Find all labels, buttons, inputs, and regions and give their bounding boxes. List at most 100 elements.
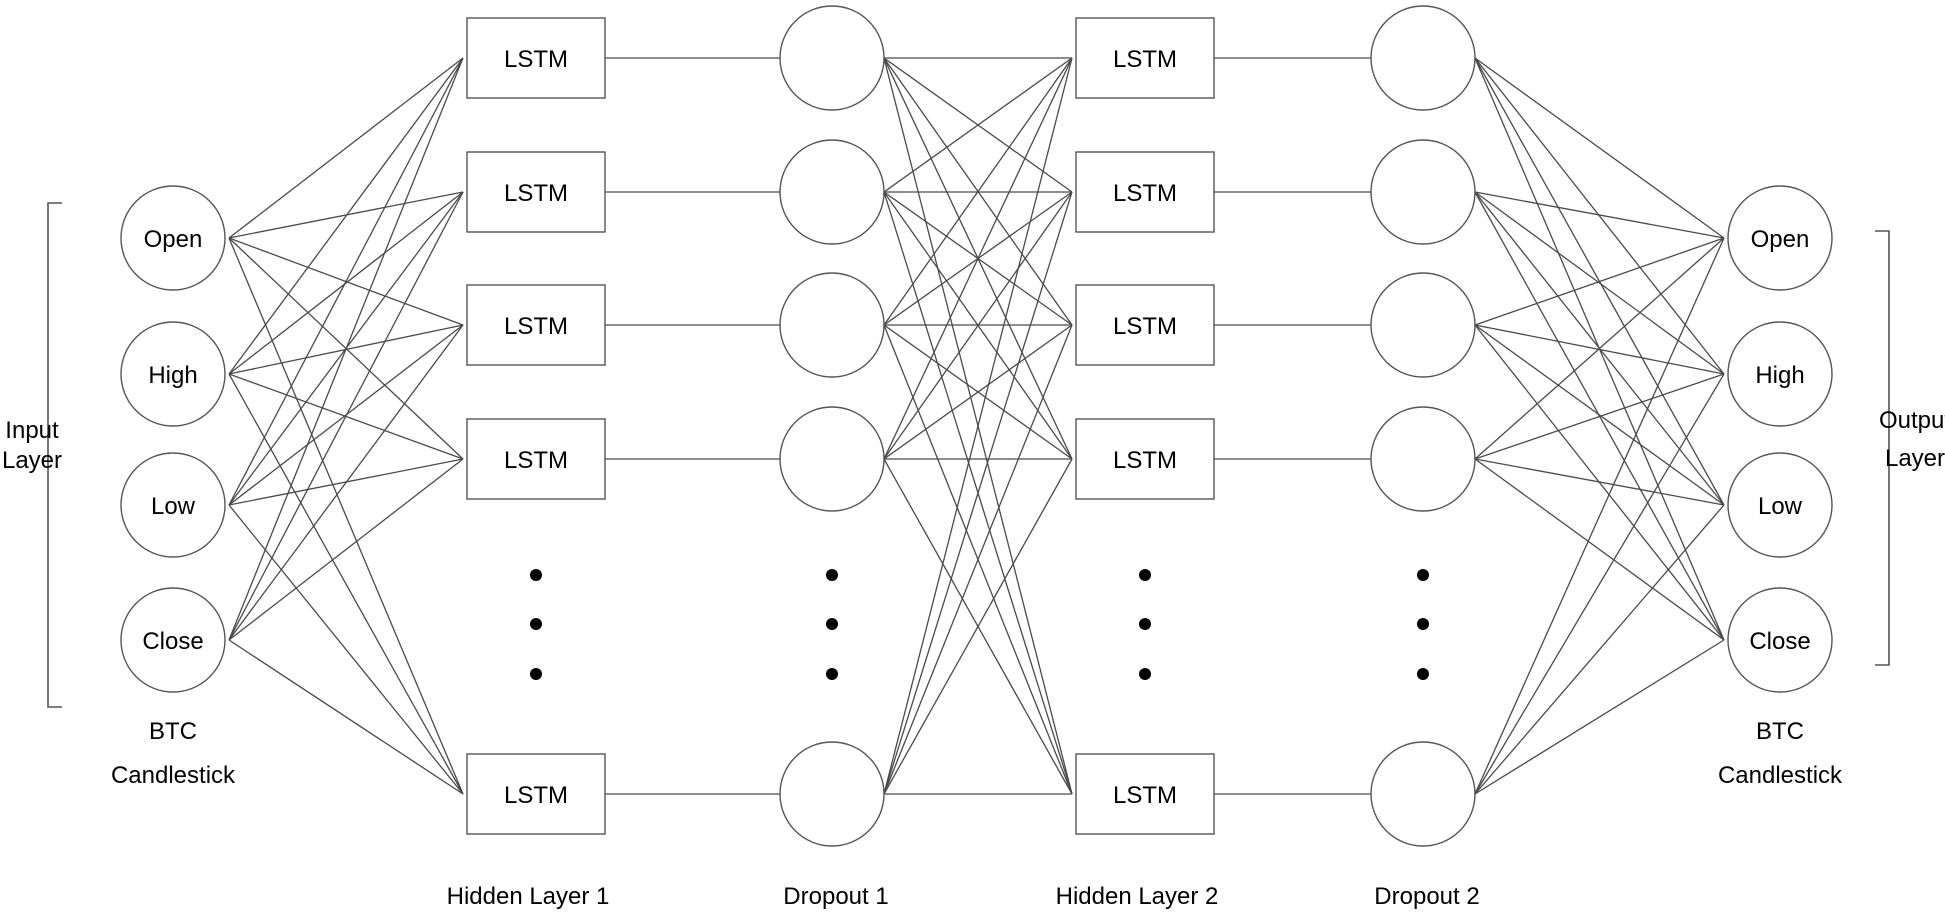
dropout-1-node-1	[779, 5, 885, 111]
edge-input-3-h1-1	[228, 191, 464, 641]
input-node-close	[120, 587, 226, 693]
edge-d1-1-h2-0	[883, 57, 1073, 193]
output-node-close	[1727, 587, 1833, 693]
dropout-1-node-4	[779, 406, 885, 512]
edge-d1-4-h2-3	[883, 458, 1073, 795]
edge-input-1-h1-1	[228, 191, 464, 375]
edge-d2-3-out-1	[1474, 373, 1725, 460]
output-node-label-low: Low	[1758, 493, 1803, 520]
hidden-1-lstm-label-4: LSTM	[504, 447, 568, 474]
dropout-2-ellipsis-dot-3	[1417, 668, 1429, 680]
hidden-1-ellipsis-dot-3	[530, 668, 542, 680]
input-layer-label-line-2: Layer	[2, 447, 62, 474]
dropout-1-node-5	[779, 741, 885, 847]
hidden-1-lstm-cell-1	[466, 17, 606, 99]
output-node-label-open: Open	[1751, 226, 1810, 253]
hidden-2-ellipsis-dot-1	[1139, 569, 1151, 581]
edge-d2-3-out-0	[1474, 237, 1725, 460]
dropout-2-node-2	[1370, 139, 1476, 245]
edge-d1-4-h2-1	[883, 191, 1073, 795]
dropout-1-ellipsis-dot-3	[826, 668, 838, 680]
input-layer-label-line-1: Input	[5, 417, 59, 444]
output-node-open	[1727, 185, 1833, 291]
edge-input-2-h1-4	[228, 504, 464, 795]
dropout-2-node-4	[1370, 406, 1476, 512]
edge-input-3-h1-4	[228, 639, 464, 795]
input-node-label-high: High	[148, 362, 197, 389]
dropout-2-ellipsis-dot-1	[1417, 569, 1429, 581]
hidden-1-lstm-label-1: LSTM	[504, 46, 568, 73]
edge-input-3-h1-2	[228, 324, 464, 641]
hidden-layer-2-caption: Hidden Layer 2	[1056, 883, 1219, 910]
output-node-low	[1727, 452, 1833, 558]
dropout-2-node-5	[1370, 741, 1476, 847]
input-layer-bracket	[47, 202, 62, 708]
dropout-1-ellipsis-dot-1	[826, 569, 838, 581]
edge-d2-4-out-0	[1474, 237, 1725, 795]
edge-d1-3-h2-2	[883, 324, 1073, 460]
edge-d2-3-out-2	[1474, 458, 1725, 506]
edge-input-3-h1-0	[228, 57, 464, 641]
dropout-1-node-2	[779, 139, 885, 245]
connection-lines	[228, 57, 1725, 795]
hidden-1-ellipsis-dot-1	[530, 569, 542, 581]
dropout-2-caption: Dropout 2	[1374, 883, 1479, 910]
input-node-open	[120, 185, 226, 291]
dropout-2-node-1	[1370, 5, 1476, 111]
edge-d1-4-h2-2	[883, 324, 1073, 795]
hidden-2-lstm-cell-4	[1075, 418, 1215, 500]
edge-d1-3-h2-0	[883, 57, 1073, 460]
output-node-label-close: Close	[1749, 628, 1810, 655]
output-node-high	[1727, 321, 1833, 427]
edge-d2-2-out-2	[1474, 324, 1725, 506]
output-node-label-high: High	[1755, 362, 1804, 389]
edge-d2-4-out-2	[1474, 504, 1725, 795]
edge-d2-2-out-0	[1474, 237, 1725, 326]
edge-input-0-h1-0	[228, 57, 464, 239]
dropout-2-node-3	[1370, 272, 1476, 378]
network-nodes: OpenHighLowCloseOpenHighLowCloseLSTMLSTM…	[120, 5, 1833, 847]
hidden-2-lstm-cell-3	[1075, 284, 1215, 366]
edge-d1-3-h2-1	[883, 191, 1073, 460]
dropout-1-ellipsis-dot-2	[826, 618, 838, 630]
hidden-2-lstm-cell-1	[1075, 17, 1215, 99]
input-caption-line-1: BTC	[149, 718, 197, 745]
edge-d1-2-h2-0	[883, 57, 1073, 326]
dropout-1-node-3	[779, 272, 885, 378]
edge-d2-2-out-1	[1474, 324, 1725, 375]
edge-input-1-h1-4	[228, 373, 464, 795]
input-node-label-close: Close	[142, 628, 203, 655]
dropout-2-ellipsis-dot-2	[1417, 618, 1429, 630]
hidden-2-ellipsis-dot-3	[1139, 668, 1151, 680]
hidden-2-lstm-cell-2	[1075, 151, 1215, 233]
input-node-label-open: Open	[144, 226, 203, 253]
hidden-2-lstm-cell-5	[1075, 753, 1215, 835]
input-node-high	[120, 321, 226, 427]
hidden-1-lstm-label-3: LSTM	[504, 313, 568, 340]
hidden-2-lstm-label-1: LSTM	[1113, 46, 1177, 73]
hidden-2-lstm-label-4: LSTM	[1113, 447, 1177, 474]
input-node-low	[120, 452, 226, 558]
hidden-2-lstm-label-5: LSTM	[1113, 782, 1177, 809]
edge-input-1-h1-0	[228, 57, 464, 375]
output-caption-line-1: BTC	[1756, 718, 1804, 745]
edge-input-3-h1-3	[228, 458, 464, 641]
input-node-label-low: Low	[151, 493, 196, 520]
output-layer-bracket	[1875, 230, 1890, 666]
hidden-2-ellipsis-dot-2	[1139, 618, 1151, 630]
edge-d2-0-out-0	[1474, 57, 1725, 239]
output-layer-label-line-1: Output	[1879, 407, 1945, 434]
hidden-1-ellipsis-dot-2	[530, 618, 542, 630]
edge-d2-4-out-3	[1474, 639, 1725, 795]
edge-d2-1-out-0	[1474, 191, 1725, 239]
hidden-1-lstm-cell-2	[466, 151, 606, 233]
hidden-1-lstm-cell-3	[466, 284, 606, 366]
input-caption-line-2: Candlestick	[111, 762, 236, 789]
hidden-1-lstm-label-2: LSTM	[504, 180, 568, 207]
hidden-2-lstm-label-2: LSTM	[1113, 180, 1177, 207]
edge-d2-1-out-1	[1474, 191, 1725, 375]
edge-d1-4-h2-0	[883, 57, 1073, 795]
edge-d2-3-out-3	[1474, 458, 1725, 641]
hidden-layer-1-caption: Hidden Layer 1	[447, 883, 610, 910]
